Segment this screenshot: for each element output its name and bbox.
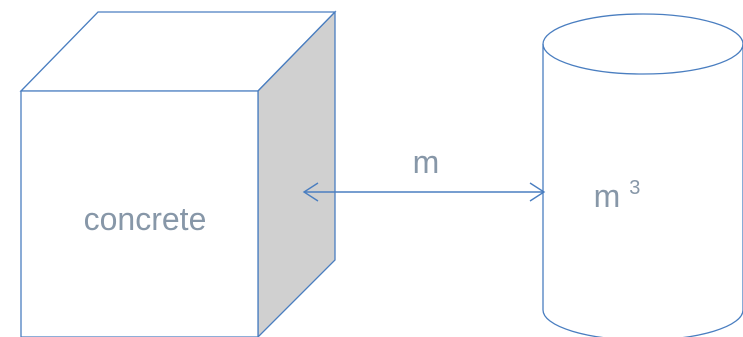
- cylinder-bottom-arc: [542, 309, 743, 337]
- cylinder-label-base: m: [594, 178, 621, 214]
- arrow-head-right: [529, 182, 546, 202]
- arrow-label: m: [413, 144, 440, 180]
- arrow-head-left: [302, 182, 319, 202]
- cylinder-label-exponent: 3: [629, 177, 640, 199]
- measurement-arrow: m: [302, 144, 546, 202]
- cylinder-top-ellipse: [542, 13, 743, 75]
- cube-front-face: [20, 90, 259, 337]
- volume-cylinder: m 3: [542, 13, 743, 337]
- concrete-cube: concrete: [19, 10, 337, 337]
- cube-label: concrete: [84, 201, 207, 237]
- cylinder-label: m 3: [594, 177, 641, 214]
